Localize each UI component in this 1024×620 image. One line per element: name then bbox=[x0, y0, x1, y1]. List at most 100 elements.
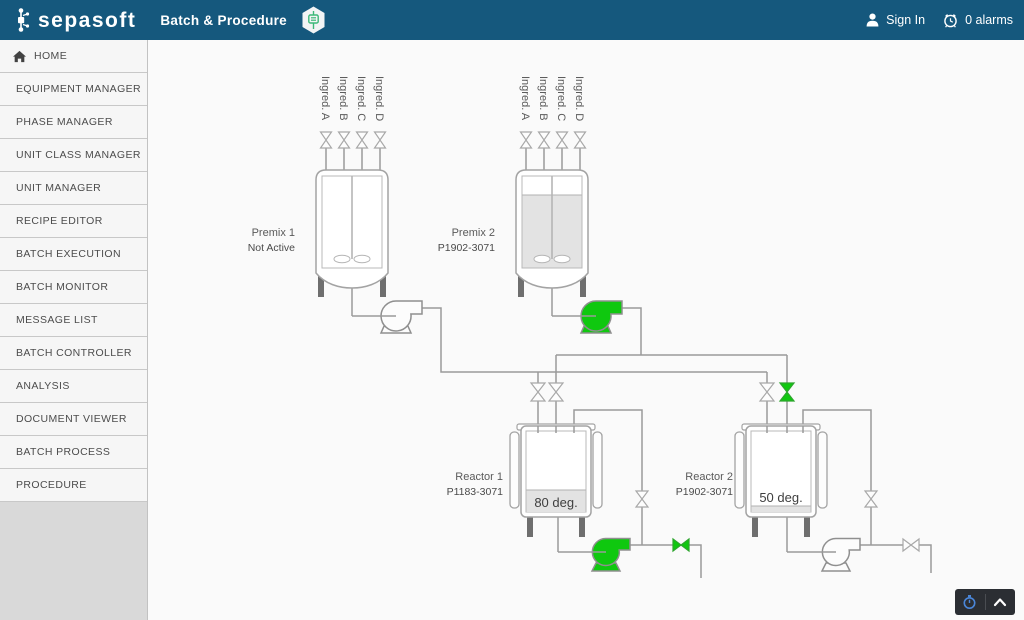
sidebar-item-batch-execution[interactable]: BATCH EXECUTION bbox=[0, 238, 147, 271]
premix1-status: Not Active bbox=[248, 242, 295, 254]
sidebar-item-recipe-editor[interactable]: RECIPE EDITOR bbox=[0, 205, 147, 238]
reactor1-transfer-pipe bbox=[630, 544, 702, 578]
pump-premix2[interactable] bbox=[579, 300, 623, 334]
reactor1-vessel: 80 deg. bbox=[509, 423, 603, 537]
premix1-tank bbox=[315, 169, 389, 297]
sidebar-item-equipment-manager[interactable]: EQUIPMENT MANAGER bbox=[0, 73, 147, 106]
tank-leg bbox=[580, 274, 586, 297]
sidebar-item-label: UNIT MANAGER bbox=[16, 182, 102, 194]
valve-premix2-ingred-d[interactable] bbox=[573, 131, 587, 149]
header-bar: sepasoft Batch & Procedure Sign In bbox=[0, 0, 1024, 40]
tank-leg bbox=[318, 274, 324, 297]
pump-suction-pipes bbox=[352, 315, 836, 553]
sidebar-item-batch-process[interactable]: BATCH PROCESS bbox=[0, 436, 147, 469]
premix1-ingredient-label: Ingred. A bbox=[319, 76, 331, 121]
reactor-leg bbox=[579, 517, 585, 537]
reactor-liquid bbox=[526, 490, 586, 512]
process-diagram-view: 80 deg. 50 deg. bbox=[149, 40, 1024, 620]
valve-reactor2-feed-a[interactable] bbox=[758, 382, 776, 402]
valve-reactor1-transfer-open[interactable] bbox=[672, 537, 690, 553]
sidebar-item-label: UNIT CLASS MANAGER bbox=[16, 149, 141, 161]
sidebar-item-unit-class-manager[interactable]: UNIT CLASS MANAGER bbox=[0, 139, 147, 172]
reactor-leg bbox=[527, 517, 533, 537]
premix1-ingredient-label: Ingred. B bbox=[337, 76, 349, 121]
piping bbox=[325, 148, 932, 578]
valve-premix2-ingred-a[interactable] bbox=[519, 131, 533, 149]
valve-reactor1-recirc[interactable] bbox=[634, 490, 650, 508]
sepasoft-logo-icon bbox=[18, 8, 30, 32]
sidebar-item-label: BATCH PROCESS bbox=[16, 446, 111, 458]
pump-casing bbox=[380, 300, 423, 332]
valve-reactor1-feed-a[interactable] bbox=[529, 382, 547, 402]
reactor-leg bbox=[752, 517, 758, 537]
page-title: Batch & Procedure bbox=[160, 12, 287, 28]
premix2-name: Premix 2 bbox=[452, 227, 495, 239]
premix2-ingredient-label: Ingred. C bbox=[555, 76, 567, 121]
diagram-labels: Ingred. A Ingred. B Ingred. C Ingred. D … bbox=[248, 76, 733, 498]
sidebar-item-analysis[interactable]: ANALYSIS bbox=[0, 370, 147, 403]
sidebar-item-label: PROCEDURE bbox=[16, 479, 87, 491]
sidebar-nav: HOME EQUIPMENT MANAGER PHASE MANAGER UNI… bbox=[0, 40, 148, 620]
premix2-ingredient-label: Ingred. A bbox=[519, 76, 531, 121]
sidebar-item-label: MESSAGE LIST bbox=[16, 314, 98, 326]
reactor-inlet-stubs bbox=[766, 426, 804, 433]
pump-casing bbox=[591, 537, 631, 567]
timer-button[interactable] bbox=[955, 589, 985, 615]
sidebar-item-label: PHASE MANAGER bbox=[16, 116, 113, 128]
reactor1-name: Reactor 1 bbox=[455, 471, 503, 483]
reactor2-name: Reactor 2 bbox=[685, 471, 733, 483]
premix1-header-pipe bbox=[422, 307, 767, 373]
premix2-discharge-pipe bbox=[622, 307, 642, 355]
sidebar-item-label: RECIPE EDITOR bbox=[16, 215, 103, 227]
valve-premix2-ingred-b[interactable] bbox=[537, 131, 551, 149]
alarms-button[interactable]: 0 alarms bbox=[942, 12, 1013, 29]
sidebar-item-phase-manager[interactable]: PHASE MANAGER bbox=[0, 106, 147, 139]
sign-in-button[interactable]: Sign In bbox=[865, 12, 925, 28]
valve-premix1-ingred-a[interactable] bbox=[319, 131, 333, 149]
bottom-dock bbox=[955, 589, 1015, 615]
sidebar-item-label: BATCH CONTROLLER bbox=[16, 347, 132, 359]
valve-premix1-ingred-b[interactable] bbox=[337, 131, 351, 149]
sidebar-item-unit-manager[interactable]: UNIT MANAGER bbox=[0, 172, 147, 205]
sidebar-item-label: BATCH EXECUTION bbox=[16, 248, 121, 260]
agitator-blade bbox=[333, 254, 351, 264]
agitator-blade bbox=[533, 254, 551, 264]
valve-premix2-ingred-c[interactable] bbox=[555, 131, 569, 149]
tank-leg bbox=[518, 274, 524, 297]
sidebar-item-label: BATCH MONITOR bbox=[16, 281, 109, 293]
agitator-blade bbox=[553, 254, 571, 264]
sidebar-item-batch-controller[interactable]: BATCH CONTROLLER bbox=[0, 337, 147, 370]
pump-casing bbox=[580, 300, 623, 332]
chevron-up-icon bbox=[994, 598, 1007, 607]
procedure-badge-icon bbox=[300, 5, 327, 35]
sidebar-item-home[interactable]: HOME bbox=[0, 40, 147, 73]
valve-premix1-ingred-c[interactable] bbox=[355, 131, 369, 149]
reactor2-temperature: 50 deg. bbox=[759, 490, 802, 505]
valve-reactor1-feed-b[interactable] bbox=[547, 382, 565, 402]
pump-reactor2[interactable] bbox=[820, 537, 861, 572]
sidebar-item-batch-monitor[interactable]: BATCH MONITOR bbox=[0, 271, 147, 304]
user-icon bbox=[866, 13, 879, 27]
agitator-blade bbox=[353, 254, 371, 264]
pump-reactor1[interactable] bbox=[590, 537, 631, 572]
valve-reactor2-transfer[interactable] bbox=[902, 537, 920, 553]
sidebar-item-message-list[interactable]: MESSAGE LIST bbox=[0, 304, 147, 337]
sidebar-item-procedure[interactable]: PROCEDURE bbox=[0, 469, 147, 502]
pump-casing bbox=[821, 537, 861, 567]
premix2-ingredient-label: Ingred. D bbox=[573, 76, 585, 121]
sidebar-item-document-viewer[interactable]: DOCUMENT VIEWER bbox=[0, 403, 147, 436]
reactor-liquid bbox=[751, 506, 811, 512]
valve-reactor2-recirc[interactable] bbox=[863, 490, 879, 508]
reactor1-temperature: 80 deg. bbox=[534, 495, 577, 510]
valve-premix1-ingred-d[interactable] bbox=[373, 131, 387, 149]
collapse-button[interactable] bbox=[986, 589, 1016, 615]
alarms-count-label: 0 alarms bbox=[965, 13, 1013, 27]
valve-reactor2-feed-b-open[interactable] bbox=[778, 382, 796, 402]
alarm-clock-icon bbox=[944, 13, 957, 28]
sepasoft-logo[interactable]: sepasoft bbox=[17, 6, 136, 34]
sidebar-item-label: ANALYSIS bbox=[16, 380, 70, 392]
premix2-batch-id: P1902-3071 bbox=[438, 242, 495, 254]
pump-premix1[interactable] bbox=[379, 300, 423, 334]
dock-divider bbox=[984, 594, 986, 610]
reactor1-batch-id: P1183-3071 bbox=[447, 486, 504, 498]
